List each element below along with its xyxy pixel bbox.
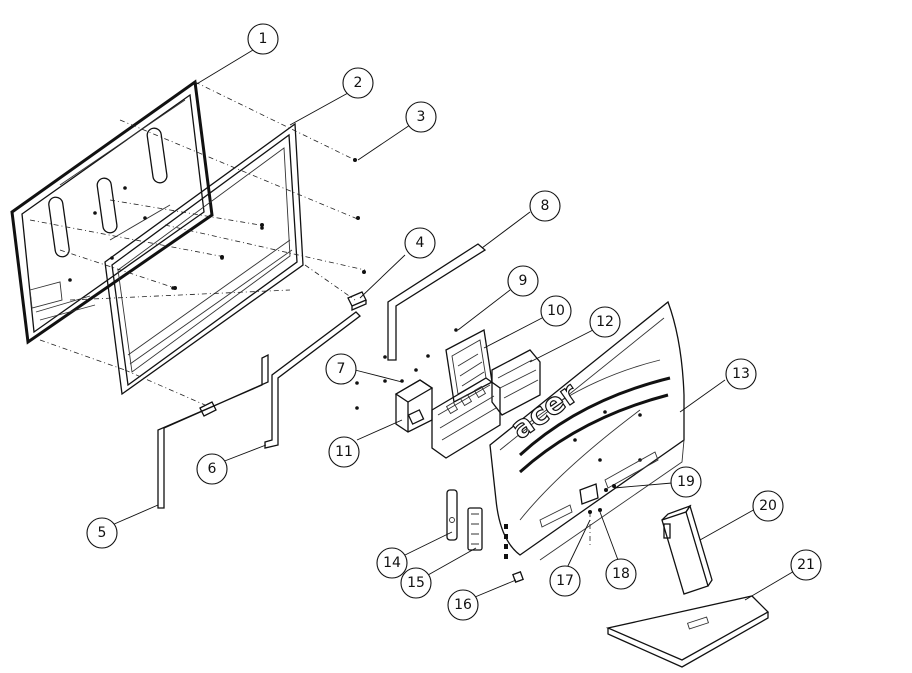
svg-text:13: 13 — [732, 366, 750, 382]
part-10-main-board — [445, 328, 493, 403]
part-13-rear-cover — [489, 300, 685, 561]
callout-14: 14 — [376, 547, 408, 579]
part-16-button-knob — [512, 571, 524, 583]
svg-text:18: 18 — [612, 566, 630, 582]
callout-6: 6 — [196, 453, 228, 485]
part-14-button-board — [446, 489, 458, 541]
callout-20: 20 — [752, 490, 784, 522]
callout-1: 1 — [247, 23, 279, 55]
callout-4: 4 — [404, 227, 436, 259]
callout-9: 9 — [507, 265, 539, 297]
part-front-bezel — [10, 79, 214, 345]
callout-5: 5 — [86, 517, 118, 549]
callout-11: 11 — [328, 436, 360, 468]
svg-text:15: 15 — [407, 575, 425, 591]
callout-17: 17 — [549, 565, 581, 597]
part-io-housing — [431, 377, 501, 459]
part-8-cable — [387, 243, 487, 361]
part-6-cable — [264, 311, 361, 449]
svg-text:10: 10 — [547, 303, 565, 319]
svg-text:20: 20 — [759, 498, 777, 514]
callout-10: 10 — [540, 295, 572, 327]
part-middle-frame — [104, 122, 304, 396]
part-4-bracket — [347, 291, 367, 311]
part-12-io-bracket — [491, 349, 541, 416]
part-21-stand-base — [605, 595, 770, 668]
svg-text:9: 9 — [519, 273, 528, 289]
callout-16: 16 — [447, 589, 479, 621]
svg-text:21: 21 — [797, 557, 815, 573]
svg-text:6: 6 — [208, 461, 217, 477]
callout-15: 15 — [400, 567, 432, 599]
svg-text:7: 7 — [337, 361, 346, 377]
part-17-18-19-screws — [579, 483, 616, 545]
callout-2: 2 — [342, 67, 374, 99]
callout-8: 8 — [529, 190, 561, 222]
leader-lines — [111, 49, 797, 601]
callout-18: 18 — [605, 558, 637, 590]
callout-19: 19 — [670, 466, 702, 498]
svg-text:17: 17 — [556, 573, 574, 589]
svg-text:1: 1 — [259, 31, 268, 47]
callout-13: 13 — [725, 358, 757, 390]
svg-text:2: 2 — [354, 75, 363, 91]
callout-3: 3 — [405, 101, 437, 133]
part-5-cable — [157, 353, 269, 509]
alignment-lines — [29, 81, 366, 406]
svg-text:14: 14 — [383, 555, 401, 571]
part-15-button-cap — [467, 507, 483, 551]
part-20-stand-neck — [661, 504, 713, 595]
part-11-bracket — [355, 354, 434, 433]
callout-7: 7 — [325, 353, 357, 385]
svg-text:11: 11 — [335, 444, 353, 460]
callouts: 1 2 3 4 5 6 7 8 9 10 11 12 13 14 15 16 1… — [86, 23, 822, 621]
svg-text:12: 12 — [596, 314, 614, 330]
svg-text:4: 4 — [416, 235, 425, 251]
callout-21: 21 — [790, 549, 822, 581]
svg-text:19: 19 — [677, 474, 695, 490]
callout-12: 12 — [589, 306, 621, 338]
svg-text:8: 8 — [541, 198, 550, 214]
svg-text:5: 5 — [98, 525, 107, 541]
svg-text:3: 3 — [417, 109, 426, 125]
svg-text:16: 16 — [454, 597, 472, 613]
